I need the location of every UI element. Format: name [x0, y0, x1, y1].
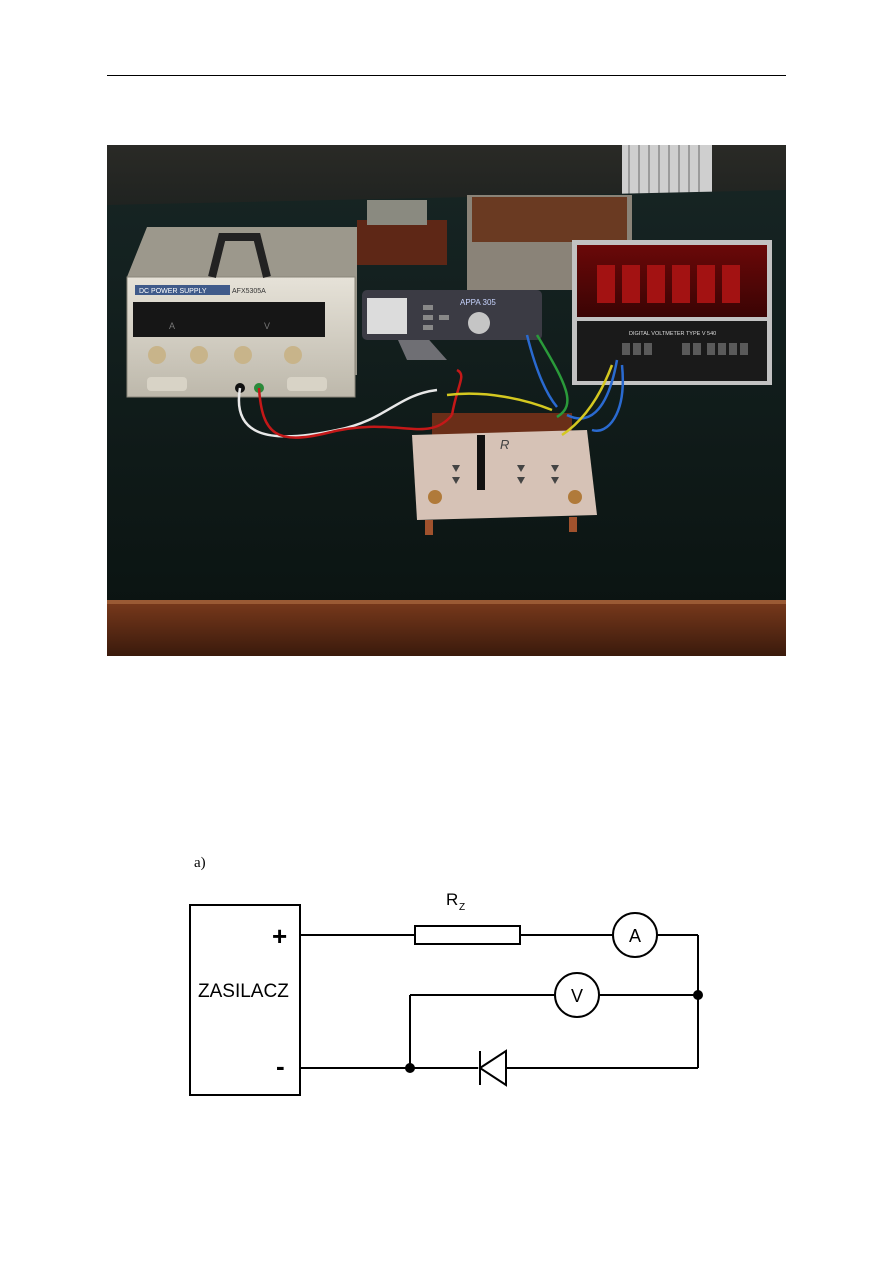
resistor-subscript: Z	[459, 902, 465, 913]
plus-terminal-label: +	[272, 921, 287, 951]
junction-node-right	[693, 990, 703, 1000]
multimeter: APPA 305	[362, 290, 542, 360]
minus-terminal-label: -	[276, 1051, 285, 1081]
power-supply-box	[189, 904, 301, 1096]
psu-voltage-unit: V	[264, 321, 270, 331]
diode-test-board: R	[412, 413, 597, 535]
voltmeter-title-text: DIGITAL VOLTMETER TYPE V 540	[629, 331, 716, 337]
circuit-schematic: ZASILACZ + - R Z A V	[189, 890, 703, 1096]
board-label-text: R	[500, 437, 509, 452]
resistor-symbol	[414, 925, 521, 945]
diode-symbol	[478, 1049, 507, 1087]
radiator	[622, 145, 712, 195]
junction-node-left	[405, 1063, 415, 1073]
psu-brand-text: DC POWER SUPPLY	[139, 288, 207, 295]
figure-label: a)	[194, 855, 206, 871]
header-rule	[107, 75, 786, 76]
psu-model-text: AFX5305A	[232, 288, 266, 295]
ammeter-label: A	[629, 926, 641, 946]
power-supply-label: ZASILACZ	[198, 981, 289, 1002]
digital-voltmeter: DIGITAL VOLTMETER TYPE V 540	[572, 240, 772, 385]
dc-power-supply: DC POWER SUPPLY AFX5305A A V	[126, 227, 357, 398]
lab-setup-photo: DC POWER SUPPLY AFX5305A A V APPA 305 D	[107, 145, 786, 656]
wires	[237, 334, 625, 439]
resistor-label: R	[446, 890, 458, 909]
psu-current-unit: A	[169, 321, 175, 331]
multimeter-model-text: APPA 305	[460, 298, 496, 307]
voltmeter-label: V	[571, 986, 583, 1006]
